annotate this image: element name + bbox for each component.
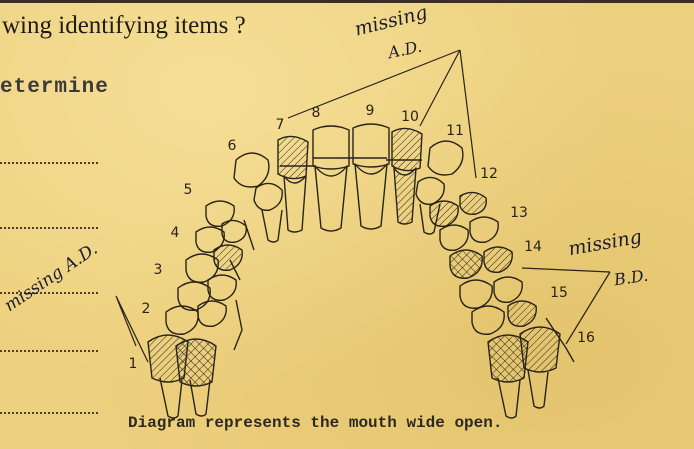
left-molar-teeth [148,201,254,418]
diagram-caption: Diagram represents the mouth wide open. [128,414,502,432]
tooth-number: 16 [577,330,595,346]
tooth-number: 13 [510,205,528,221]
tooth-number: 6 [228,138,237,154]
tooth-number: 14 [524,239,542,255]
tooth-number: 2 [142,301,151,317]
tooth-number: 11 [446,123,464,139]
tooth-number: 5 [184,182,193,198]
tooth-number: 15 [550,285,568,301]
tooth-number: 4 [171,225,180,241]
incisor-teeth [278,124,422,232]
tooth-number: 3 [154,262,163,278]
tooth-number: 9 [366,103,375,119]
right-molar-teeth [430,201,574,418]
tooth-number: 10 [401,109,419,125]
tooth-number: 8 [312,105,321,121]
canine-teeth [234,141,486,242]
tooth-number: 7 [276,117,285,133]
tooth-number: 1 [129,356,138,372]
tooth-number: 12 [480,166,498,182]
